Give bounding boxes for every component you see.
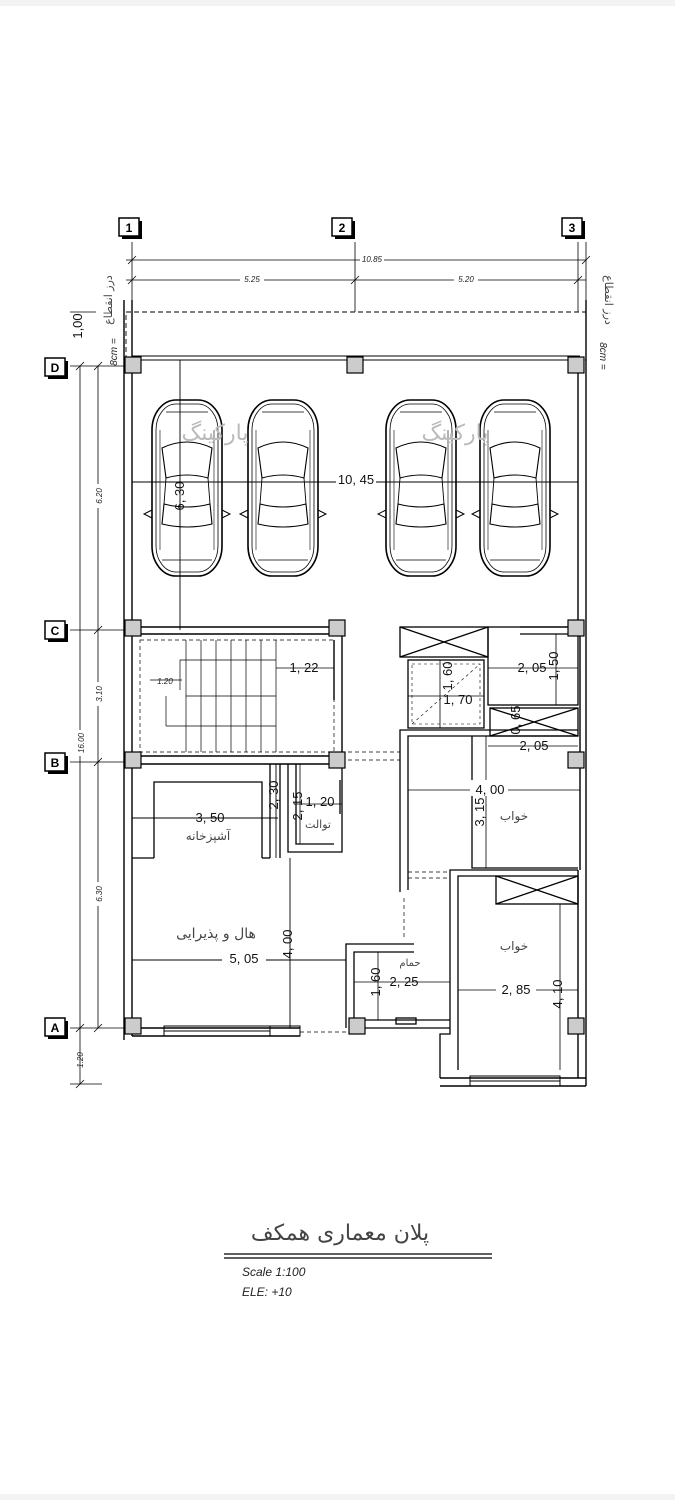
axis-bubble-C: C <box>44 620 68 642</box>
axis-label-1: 1 <box>126 221 133 235</box>
dim-bath-depth: 1, 60 <box>368 968 383 997</box>
dim-stair-landing: 1.20 <box>157 677 173 686</box>
parking-label-right: پارکینگ <box>422 420 489 446</box>
bath-walls <box>345 943 450 1029</box>
dim-wc-depth: 2, 15 <box>290 792 305 821</box>
right-note-value: 8cm = <box>597 342 608 370</box>
right-note-seismic-gap: درز انقطاع <box>602 275 615 325</box>
dim-row-D-C: 6.20 <box>95 488 104 504</box>
dim-closet-width: 2, 05 <box>518 660 547 675</box>
axis-label-B: B <box>51 756 60 770</box>
axis-label-D: D <box>51 361 60 375</box>
room-label-bedroom1: خواب <box>500 809 528 824</box>
rear-window <box>469 1075 561 1087</box>
bedroom2-walls <box>439 869 579 1078</box>
axis-bubble-1: 1 <box>118 217 142 239</box>
drawing-elevation: ELE: +10 <box>242 1285 292 1299</box>
room-label-wc: توالت <box>305 818 331 831</box>
dim-row-B-A: 6.30 <box>95 886 104 902</box>
bedroom1-walls <box>399 729 578 892</box>
dim-span-1-2: 5.25 <box>244 275 260 284</box>
dim-closet2-width: 2, 05 <box>520 738 549 753</box>
axis-bubble-2: 2 <box>331 217 355 239</box>
dim-row-C-B: 3.10 <box>95 686 104 702</box>
axis-bubble-3: 3 <box>561 217 585 239</box>
dim-stair-width: 1, 22 <box>290 660 319 675</box>
room-label-bedroom2: خواب <box>500 939 528 954</box>
dim-total-width: 10.85 <box>362 255 383 264</box>
room-label-hall: هال و پذیرایی <box>176 926 256 942</box>
stair-walls <box>132 626 343 752</box>
left-note-seismic-gap: درز انقطاع <box>102 275 115 325</box>
dim-wc-width: 1, 20 <box>306 794 335 809</box>
dim-parking-depth: 6, 30 <box>172 482 187 511</box>
dim-bath-width: 2, 25 <box>390 974 419 989</box>
axis-label-C: C <box>51 624 60 638</box>
dim-bottom-ext: 1.20 <box>76 1052 85 1068</box>
stair-treads <box>165 640 277 752</box>
dim-hall-width: 5, 05 <box>230 951 259 966</box>
dim-kitchen-width: 3, 50 <box>196 810 225 825</box>
axis-label-2: 2 <box>339 221 346 235</box>
top-dimensions <box>126 242 591 312</box>
dim-kitchen-depth: 2, 30 <box>266 781 281 810</box>
room-label-bath: حمام <box>399 958 420 969</box>
drawing-title: پلان معماری همکف <box>251 1221 429 1246</box>
dim-total-depth: 16.00 <box>77 732 86 753</box>
dim-hall-depth: 4, 00 <box>280 930 295 959</box>
wc-walls <box>287 764 343 853</box>
kitchen-walls <box>132 764 281 859</box>
dim-bed1-depth: 3, 15 <box>472 798 487 827</box>
dim-shaft-1: 1, 60 <box>440 662 455 691</box>
dim-shaft-2: 1, 70 <box>444 692 473 707</box>
room-label-kitchen: آشپزخانه <box>186 828 231 844</box>
dim-bed2-depth: 4, 10 <box>550 980 565 1009</box>
front-canopy <box>125 311 587 361</box>
structural-columns <box>124 356 585 1035</box>
wall-grid-B <box>132 752 343 765</box>
axis-label-3: 3 <box>569 221 576 235</box>
dim-closet-depth: 1, 50 <box>546 652 561 681</box>
bottom-edge <box>0 1494 675 1500</box>
left-note-value: 8cm = <box>109 338 120 366</box>
drawing-scale: Scale 1:100 <box>242 1265 306 1279</box>
axis-bubble-B: B <box>44 752 68 774</box>
dim-parking-width: 10, 45 <box>338 472 374 487</box>
axis-bubble-D: D <box>44 357 68 379</box>
dim-bed1-width: 4, 00 <box>476 782 505 797</box>
dim-front-gap: 1,00 <box>70 313 85 338</box>
front-window <box>163 1025 301 1037</box>
left-dimensions <box>70 361 132 1089</box>
dim-bed2-width: 2, 85 <box>502 982 531 997</box>
outer-walls <box>123 300 587 1087</box>
parking-car-2 <box>239 399 327 577</box>
parking-label-left: پارکینگ <box>182 420 249 446</box>
dim-span-2-3: 5.20 <box>458 275 474 284</box>
dim-closet2-depth: 0, 65 <box>508 706 523 735</box>
top-edge <box>0 0 675 6</box>
axis-label-A: A <box>51 1021 60 1035</box>
right-service-walls <box>399 626 579 737</box>
axis-bubble-A: A <box>44 1017 68 1039</box>
